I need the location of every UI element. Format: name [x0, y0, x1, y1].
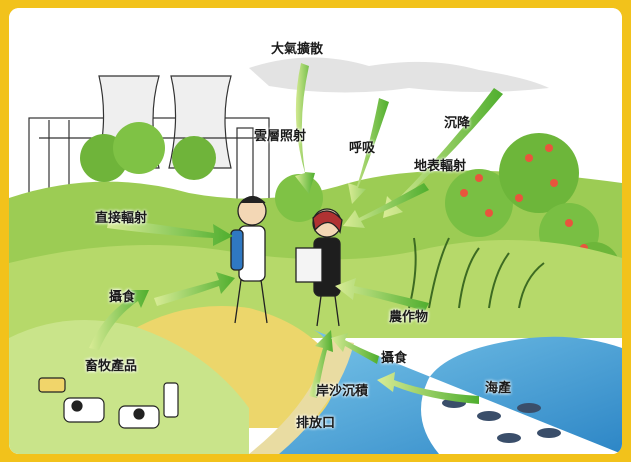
- label-deposition: 沉降: [444, 116, 471, 131]
- arrow-ground-shine: [343, 183, 429, 228]
- arrow-ingestion-upper: [154, 272, 235, 306]
- arrow-atmospheric: [295, 63, 315, 194]
- pathway-arrows: [89, 63, 503, 404]
- left-trees: [80, 122, 323, 222]
- arrow-ingestion-lower: [331, 333, 379, 364]
- label-ingestion-lower: 攝食: [381, 351, 408, 366]
- label-seafood: 海產: [485, 381, 512, 396]
- diagram-illustration: [9, 8, 622, 454]
- diagram-frame: 大氣擴散 雲層照射 呼吸 沉降 地表輻射 直接輻射 攝食 畜牧產品 農作物 攝食…: [9, 8, 622, 454]
- arrow-inhalation: [348, 98, 389, 204]
- arrow-livestock: [89, 290, 149, 350]
- arrow-deposition: [383, 88, 503, 218]
- smoke-plume: [249, 57, 549, 93]
- arrow-shoreline: [309, 330, 333, 398]
- arrow-seafood: [377, 372, 479, 404]
- label-ground-shine: 地表輻射: [414, 159, 467, 174]
- shoreline: [249, 338, 354, 454]
- label-direct-radiation: 直接輻射: [95, 211, 148, 226]
- arrow-crops: [335, 278, 429, 311]
- label-outfall: 排放口: [296, 416, 336, 431]
- man-figure: [230, 195, 268, 324]
- milk-bottle: [163, 382, 179, 418]
- label-shoreline-sediment: 岸沙沉積: [316, 384, 369, 399]
- backpack: [230, 229, 244, 271]
- label-ingestion-upper: 攝食: [109, 290, 136, 305]
- label-atmospheric-dispersion: 大氣擴散: [271, 42, 324, 57]
- label-inhalation: 呼吸: [349, 141, 376, 156]
- label-livestock-products: 畜牧產品: [85, 359, 138, 374]
- sea: [269, 328, 622, 454]
- newspaper: [295, 247, 323, 283]
- woman-figure: [295, 208, 343, 327]
- cheese: [38, 377, 66, 393]
- label-cloud-shine: 雲層照射: [254, 129, 307, 144]
- label-crops: 農作物: [389, 310, 429, 325]
- cows: [38, 377, 179, 429]
- arrow-direct-radiation: [107, 218, 233, 246]
